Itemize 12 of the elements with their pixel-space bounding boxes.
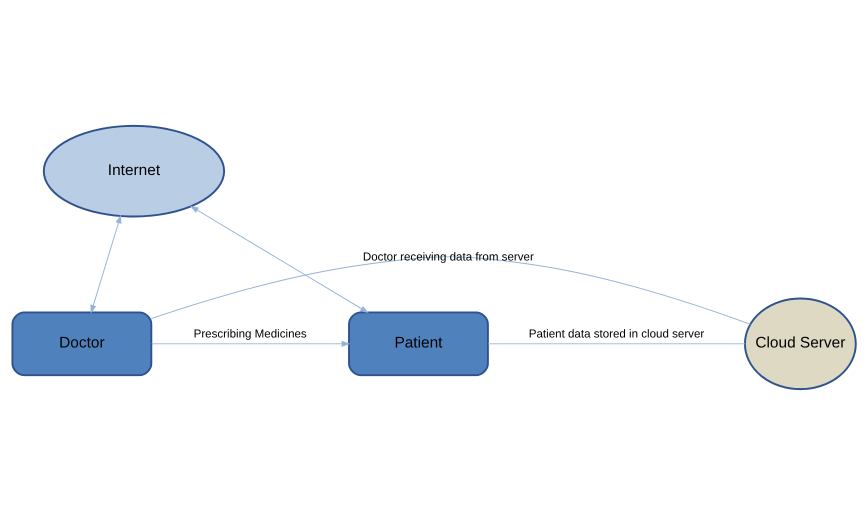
arrow xyxy=(90,214,122,314)
node-ellipse: Internet xyxy=(42,124,226,218)
edge-label: Patient data stored in cloud server xyxy=(528,328,704,341)
edge-label: Prescribing Medicines xyxy=(194,328,307,341)
connector xyxy=(150,256,751,325)
arrow xyxy=(151,340,350,347)
connector xyxy=(488,343,746,344)
node-box: Doctor xyxy=(11,312,152,376)
arrow xyxy=(190,206,369,314)
edge-label: Doctor receiving data from server xyxy=(362,251,534,264)
node-ellipse: Cloud Server xyxy=(744,298,857,390)
node-box: Patient xyxy=(348,312,489,376)
